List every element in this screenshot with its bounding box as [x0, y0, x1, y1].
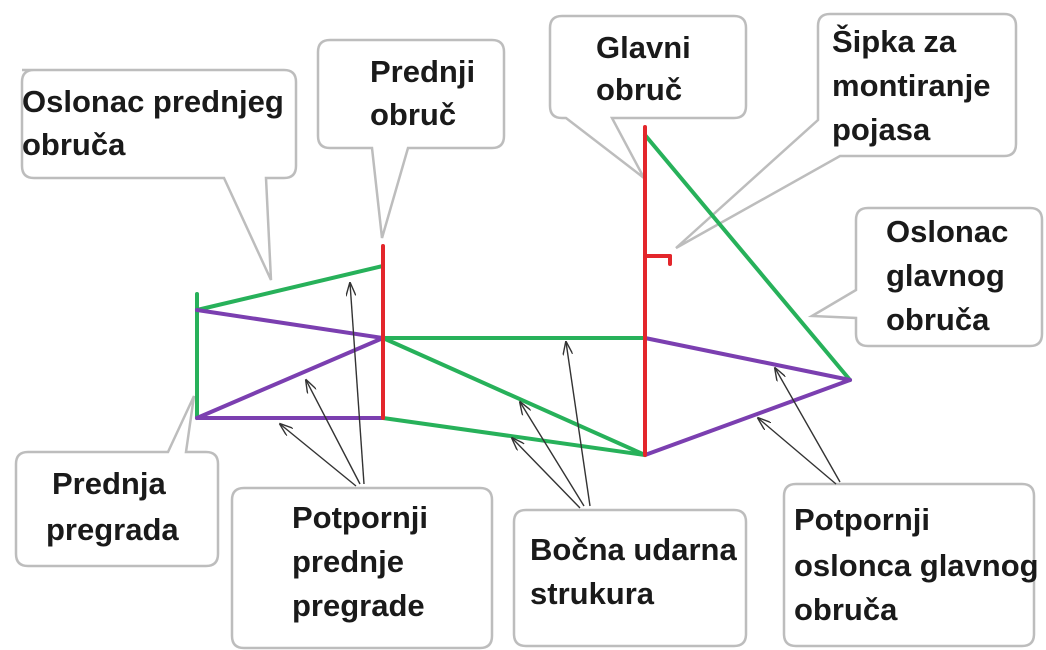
callout-front-bulkhead: Prednja pregrada — [14, 395, 220, 568]
label-line: obruča — [794, 592, 898, 627]
label-line: obruč — [596, 72, 682, 107]
callout-bubble — [316, 38, 506, 239]
callout-label: Oslonac prednjeg obruča — [22, 84, 292, 162]
pointer-arrow — [758, 418, 837, 485]
side-impact-diagonal-line — [381, 336, 647, 457]
callout-bubble — [675, 12, 1018, 250]
label-line: obruč — [370, 97, 456, 132]
pointer-arrow — [566, 342, 591, 507]
front-hoop-brace-line — [195, 264, 385, 312]
callout-harness-bar: Šipka za montiranje pojasa — [675, 12, 1018, 250]
label-line: obruča — [886, 302, 990, 337]
callout-label: Glavni obruč — [596, 30, 699, 107]
label-line: pregrada — [46, 512, 179, 547]
main-hoop-brace-support-line — [643, 378, 852, 457]
main-hoop-brace-support-line — [643, 336, 852, 382]
main-hoop-brace-line — [643, 133, 852, 382]
label-line: oslonca glavnog — [794, 548, 1039, 583]
label-line: montiranje — [832, 68, 990, 103]
label-line: Oslonac — [886, 214, 1008, 249]
callout-front-bulkhead-supports: Potpornji prednje pregrade — [230, 486, 494, 650]
label-line: Prednji — [370, 54, 475, 89]
callout-bubble — [230, 486, 494, 650]
pointer-arrow — [512, 438, 581, 509]
pointer-arrow — [775, 368, 841, 483]
label-line: Potpornji — [794, 502, 930, 537]
label-line: pojasa — [832, 112, 931, 147]
pointer-arrow — [306, 380, 361, 485]
label-line: Prednja — [52, 466, 166, 501]
callout-bubble — [14, 395, 220, 568]
callout-bubble — [20, 68, 298, 281]
label-line: Potpornji — [292, 500, 428, 535]
label-line: Oslonac prednjeg — [22, 84, 284, 119]
label-line: Glavni — [596, 30, 691, 65]
callout-main-hoop-brace-supports: Potpornji oslonca glavnog obruča — [782, 482, 1046, 648]
callout-label: Oslonac glavnog obruča — [886, 214, 1017, 337]
callout-bubble — [807, 206, 1044, 348]
callout-label: Bočna udarna strukura — [530, 532, 745, 611]
label-line: Šipka za — [832, 23, 957, 59]
label-line: prednje — [292, 544, 404, 579]
callout-main-hoop-brace: Oslonac glavnog obruča — [807, 206, 1044, 348]
callout-bubble — [512, 508, 748, 648]
label-line: Bočna udarna — [530, 532, 737, 567]
label-line: glavnog — [886, 258, 1005, 293]
pointer-arrow — [520, 402, 585, 507]
callout-label: Potpornji oslonca glavnog obruča — [794, 502, 1046, 627]
front-bulkhead-support-line — [195, 308, 385, 340]
label-line: pregrade — [292, 588, 425, 623]
callout-front-hoop: Prednji obruč — [316, 38, 506, 239]
label-line: obruča — [22, 127, 126, 162]
callout-side-impact: Bočna udarna strukura — [512, 508, 748, 648]
label-line: strukura — [530, 576, 655, 611]
callout-main-hoop: Glavni obruč — [548, 14, 748, 179]
callout-label: Prednja pregrada — [46, 466, 179, 547]
pointer-arrow — [280, 424, 357, 487]
pointer-arrow — [350, 283, 365, 485]
callout-bubble — [548, 14, 748, 179]
callout-label: Prednji obruč — [370, 54, 484, 132]
callout-label: Potpornji prednje pregrade — [292, 500, 437, 623]
callout-bubble — [782, 482, 1036, 648]
frame-members — [195, 125, 852, 457]
pointer-arrows — [280, 283, 841, 509]
front-bulkhead-support-line — [195, 336, 385, 420]
callout-label: Šipka za montiranje pojasa — [832, 23, 999, 147]
callout-front-hoop-brace: Oslonac prednjeg obruča — [20, 68, 298, 281]
